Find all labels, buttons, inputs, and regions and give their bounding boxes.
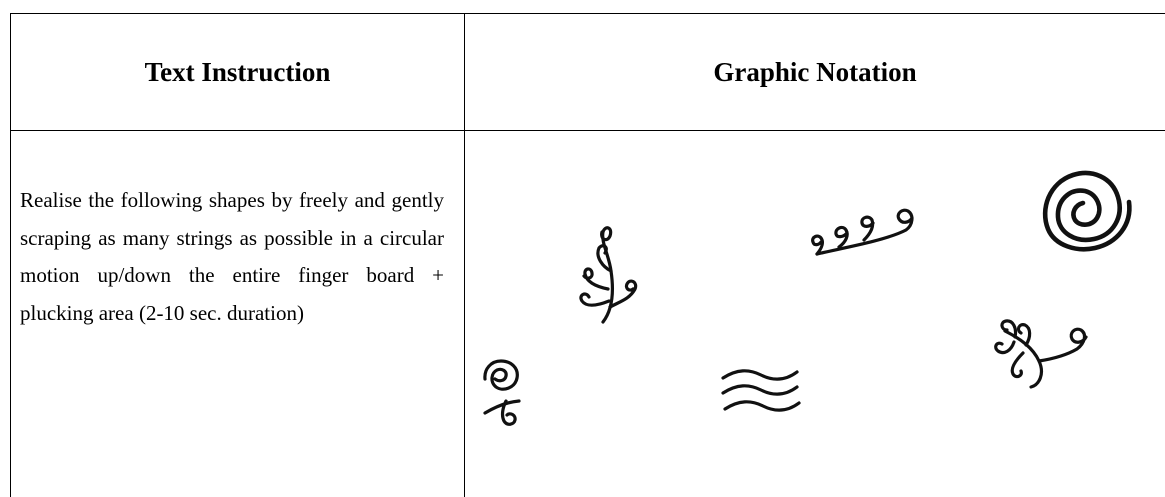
header-text-instruction-label: Text Instruction xyxy=(144,56,331,87)
curly-sprig-symbol xyxy=(579,226,638,324)
wavy-lines-symbol xyxy=(721,369,801,412)
graphic-notation-cell xyxy=(465,131,1165,497)
header-text-instruction: Text Instruction xyxy=(11,14,464,130)
table-top-border xyxy=(10,13,1165,14)
notation-drawing xyxy=(483,170,1132,426)
header-divider xyxy=(10,130,1165,131)
triple-curl-symbol xyxy=(811,208,914,256)
header-graphic-notation-label: Graphic Notation xyxy=(713,56,917,87)
header-graphic-notation: Graphic Notation xyxy=(465,14,1165,130)
spiral-symbol xyxy=(1042,170,1132,252)
instruction-text: Realise the following shapes by freely a… xyxy=(20,188,444,325)
branch-curl-symbol xyxy=(994,319,1088,389)
column-divider xyxy=(464,13,465,497)
table-left-border xyxy=(10,13,11,497)
small-spiral-tail-symbol xyxy=(483,359,521,426)
